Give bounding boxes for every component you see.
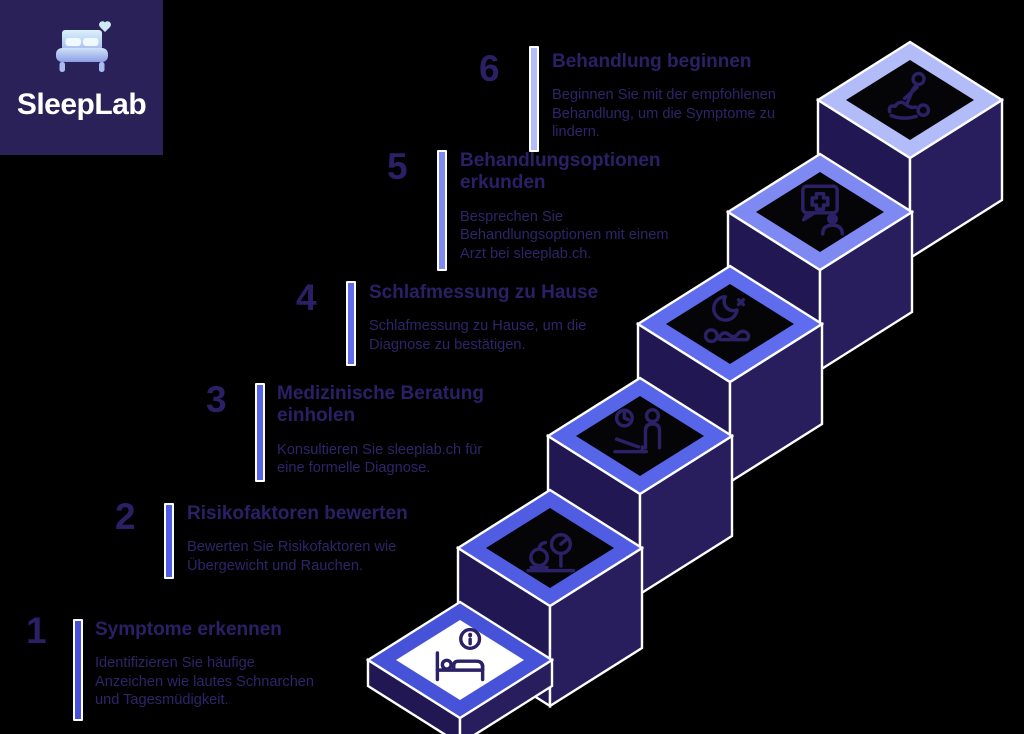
bed-heart-icon: [56, 21, 111, 72]
step-description-3: Konsultieren Sie sleeplab.ch für eine fo…: [277, 441, 483, 477]
stair-step-4: [635, 264, 825, 485]
step-title-5: Behandlungsoptionen erkunden: [460, 150, 661, 194]
step-accent-bar-3: [255, 383, 265, 482]
bed-info-icon: [435, 627, 485, 682]
step-accent-bar-5: [437, 150, 447, 271]
apple-scale-icon: [526, 533, 576, 573]
step-title-3: Medizinische Beratung einholen: [277, 383, 484, 427]
medical-chat-icon: [801, 184, 844, 236]
step-title-2: Risikofaktoren bewerten: [187, 503, 408, 524]
step-accent-bar-6: [529, 46, 539, 152]
treatment-massage-icon: [887, 71, 931, 120]
step-number-1: 1: [26, 610, 47, 651]
stair-step-5: [725, 152, 915, 373]
step-title-4: Schlafmessung zu Hause: [369, 282, 599, 303]
step-number-5: 5: [387, 146, 408, 187]
step-text-block-6: Behandlung beginnen Beginnen Sie mit der…: [552, 51, 808, 142]
step-description-6: Beginnen Sie mit der empfohlenen Behandl…: [552, 87, 776, 141]
step-description-1: Identifizieren Sie häufige Anzeichen wie…: [95, 655, 315, 709]
stair-step-6: [815, 40, 1005, 261]
step-accent-bar-4: [346, 281, 356, 366]
step-title-6: Behandlung beginnen: [552, 51, 752, 72]
step-number-2: 2: [115, 496, 136, 537]
step-number-6: 6: [479, 48, 500, 89]
step-accent-bar-2: [164, 503, 174, 579]
step-text-block-4: Schlafmessung zu Hause Schlafmessung zu …: [369, 282, 635, 354]
step-text-block-1: Symptome erkennen Identifizieren Sie häu…: [95, 619, 335, 710]
step-number-4: 4: [296, 277, 317, 318]
stair-step-3: [545, 376, 735, 597]
clock-consultation-icon: [613, 408, 662, 454]
step-title-1: Symptome erkennen: [95, 619, 282, 640]
step-text-block-2: Risikofaktoren bewerten Bewerten Sie Ris…: [187, 503, 429, 575]
stair-step-1: [365, 600, 555, 734]
step-text-block-3: Medizinische Beratung einholen Konsultie…: [277, 383, 513, 478]
step-description-5: Besprechen Sie Behandlungsoptionen mit e…: [460, 208, 669, 262]
logo-box: SleepLab: [0, 0, 163, 155]
step-text-block-5: Behandlungsoptionen erkunden Besprechen …: [460, 150, 700, 263]
moon-sleeper-icon: [703, 294, 751, 344]
step-description-2: Bewerten Sie Risikofaktoren wie Übergewi…: [187, 539, 397, 574]
brand-name: SleepLab: [16, 88, 147, 121]
step-accent-bar-1: [73, 619, 83, 721]
step-number-3: 3: [206, 379, 227, 420]
step-description-4: Schlafmessung zu Hause, um die Diagnose …: [369, 318, 587, 353]
